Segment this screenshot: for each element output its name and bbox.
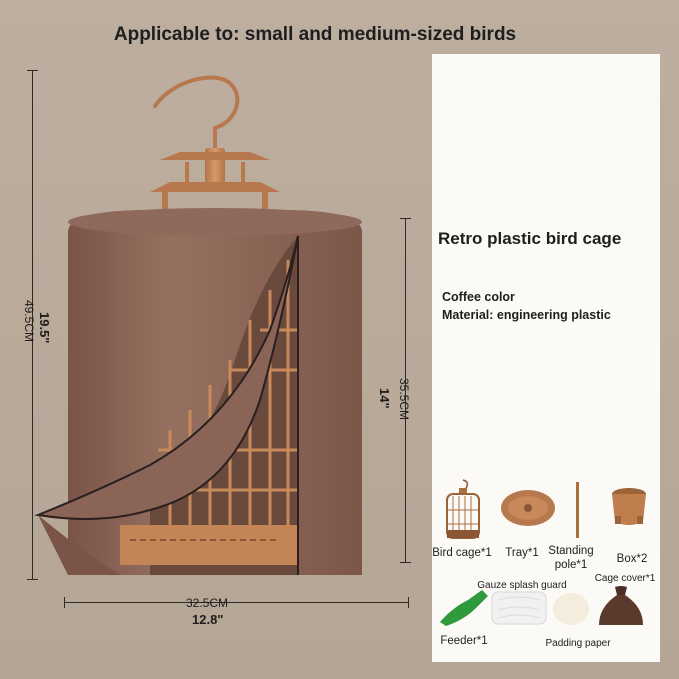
color-spec: Coffee color [442, 290, 515, 304]
height-dimension-tick-top [27, 70, 38, 71]
material-spec: Material: engineering plastic [442, 308, 611, 322]
width-cm-label: 32.5CM [186, 596, 229, 610]
feeder-label: Feeder*1 [440, 635, 488, 647]
box-icon [612, 488, 646, 525]
width-inches-label: 12.8" [192, 612, 224, 627]
height-dimension-line [32, 70, 33, 580]
bird-cage-label: Bird cage*1 [432, 547, 492, 559]
body-dimension-line [405, 218, 406, 563]
gauze-splash-guard-icon [491, 591, 547, 625]
info-panel [432, 54, 660, 662]
feeder-icon [440, 590, 488, 626]
tray-icon [501, 490, 555, 526]
box-label: Box*2 [616, 553, 648, 565]
height-dimension-tick-bottom [27, 579, 38, 580]
body-dimension-tick-bottom [400, 562, 411, 563]
width-dimension-tick-right [408, 597, 409, 608]
width-dimension-tick-left [64, 597, 65, 608]
standing-pole-label: Standing pole*1 [548, 545, 594, 572]
standing-pole-icon [576, 482, 579, 538]
padding-paper-label: Padding paper [545, 638, 611, 649]
cage-cover-label: Cage cover*1 [594, 573, 656, 584]
product-title: Retro plastic bird cage [438, 229, 622, 248]
cage-cover-icon [599, 586, 643, 625]
bird-cage-icon [446, 479, 480, 539]
padding-paper-icon [553, 593, 589, 625]
tray-label: Tray*1 [505, 547, 539, 559]
gauze-label: Gauze splash guard [477, 580, 567, 591]
headline: Applicable to: small and medium-sized bi… [113, 24, 517, 45]
bird-cage-illustration [34, 75, 362, 575]
width-dimension-line [64, 602, 409, 603]
body-dimension-tick-top [400, 218, 411, 219]
